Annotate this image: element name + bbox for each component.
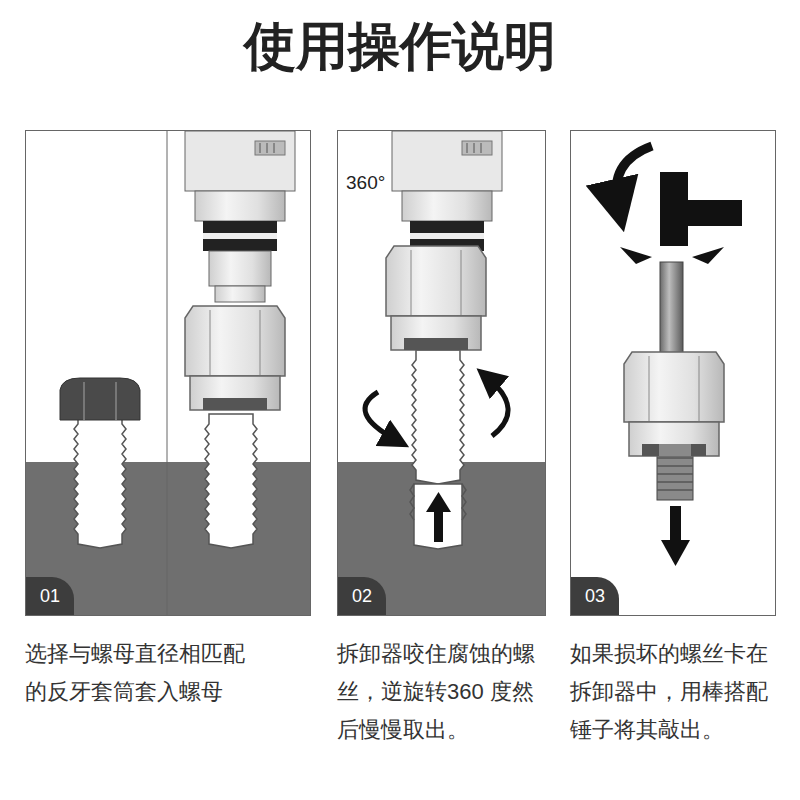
callout-number: 03 (585, 586, 605, 607)
step-caption: 如果损坏的螺丝卡在拆卸器中，用棒搭配锤子将其敲出。 (570, 635, 770, 749)
step-panel: 选择与螺母直径相匹配的反牙套筒套入螺母01 (25, 130, 311, 616)
step-panel: 拆卸器咬住腐蚀的螺丝，逆旋转360 度然后慢慢取出。02 (337, 130, 546, 616)
callout-number: 02 (352, 586, 372, 607)
step-number-badge: 02 (338, 577, 386, 615)
step-number-badge: 01 (26, 577, 74, 615)
step-panel: 如果损坏的螺丝卡在拆卸器中，用棒搭配锤子将其敲出。03 (570, 130, 776, 616)
title: 使用操作说明 (0, 14, 800, 78)
step-caption: 拆卸器咬住腐蚀的螺丝，逆旋转360 度然后慢慢取出。 (337, 635, 542, 749)
rotation-label: 360° (344, 172, 387, 194)
callout-number: 01 (40, 586, 60, 607)
step-number-badge: 03 (571, 577, 619, 615)
step-caption: 选择与螺母直径相匹配的反牙套筒套入螺母 (25, 635, 265, 711)
